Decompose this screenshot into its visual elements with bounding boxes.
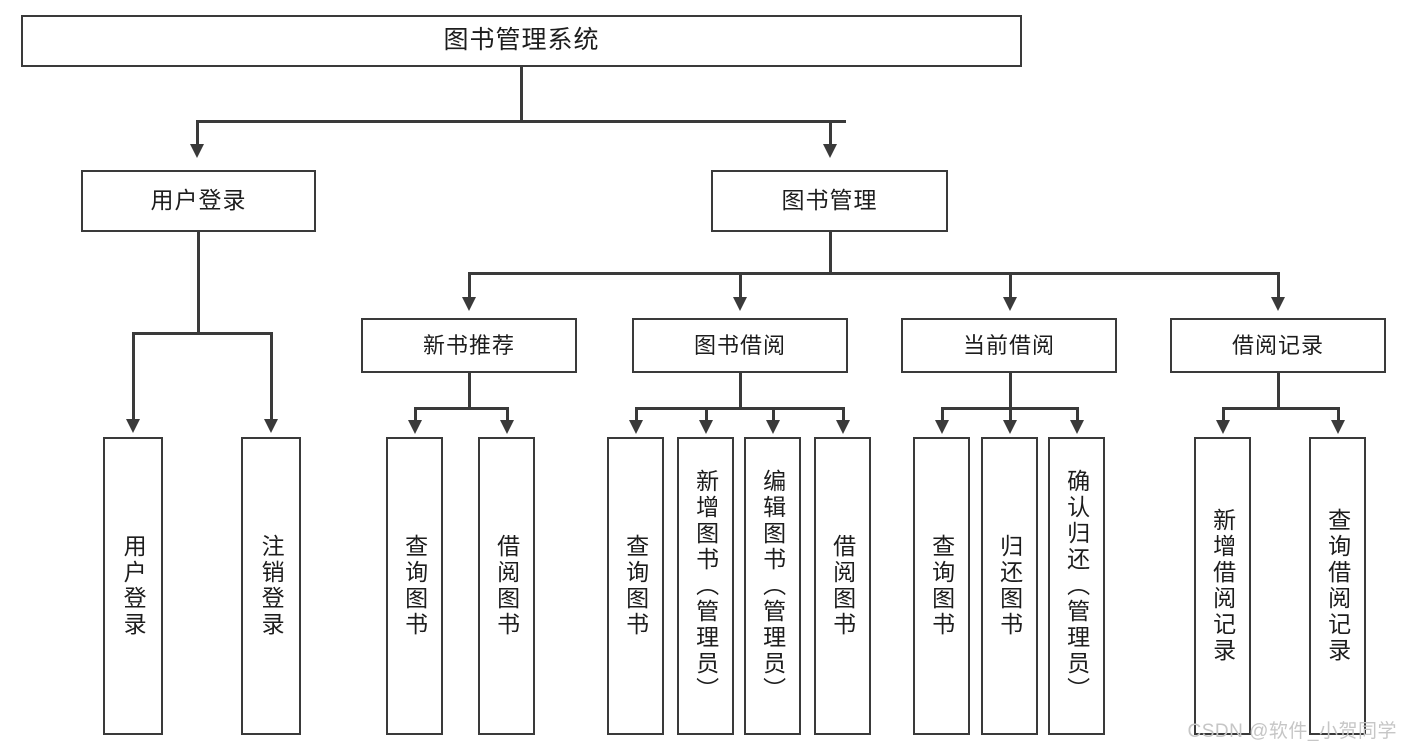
edge-current-borrow-to-leaf-1 bbox=[941, 407, 944, 421]
edge-root-stem bbox=[520, 67, 523, 122]
edge-book-manage-stem bbox=[829, 232, 832, 274]
edge-book-borrow-to-leaf-3 bbox=[772, 407, 775, 421]
edge-borrow-record-to-leaf-2 bbox=[1337, 407, 1340, 421]
edge-user-login-bus bbox=[132, 332, 270, 335]
node-label: 确认归还（管理员） bbox=[1063, 469, 1090, 703]
edge-current-borrow-to-leaf-2 bbox=[1009, 407, 1012, 421]
edge-borrow-record-to-leaf-1 bbox=[1222, 407, 1225, 421]
leaf-borrow-book-2[interactable]: 借阅图书 bbox=[814, 437, 871, 735]
arrow-root-to-user-login bbox=[190, 144, 204, 158]
arrow-current-borrow-to-leaf-3 bbox=[1070, 420, 1084, 434]
leaf-query-book-3[interactable]: 查询图书 bbox=[913, 437, 970, 735]
edge-user-login-stem bbox=[197, 232, 200, 334]
node-current-borrow[interactable]: 当前借阅 bbox=[901, 318, 1117, 373]
node-label: 图书管理系统 bbox=[443, 26, 600, 55]
node-user-login[interactable]: 用户登录 bbox=[81, 170, 316, 232]
node-label: 用户登录 bbox=[150, 187, 247, 214]
node-book-borrow[interactable]: 图书借阅 bbox=[632, 318, 848, 373]
edge-book-manage-to-borrow-record bbox=[1277, 272, 1280, 298]
arrow-borrow-record-to-leaf-1 bbox=[1216, 420, 1230, 434]
node-label: 新增图书（管理员） bbox=[692, 469, 719, 703]
leaf-edit-book-admin[interactable]: 编辑图书（管理员） bbox=[744, 437, 801, 735]
node-borrow-record[interactable]: 借阅记录 bbox=[1170, 318, 1386, 373]
node-label: 注销登录 bbox=[258, 534, 285, 638]
edge-current-borrow-stem bbox=[1009, 373, 1012, 409]
arrow-book-borrow-to-leaf-4 bbox=[836, 420, 850, 434]
edge-book-manage-to-current-borrow bbox=[1009, 272, 1012, 298]
arrow-book-manage-to-new-book bbox=[462, 297, 476, 311]
arrow-root-to-book-manage bbox=[823, 144, 837, 158]
edge-book-manage-bus bbox=[468, 272, 1277, 275]
node-label: 用户登录 bbox=[120, 534, 147, 638]
node-book-manage[interactable]: 图书管理 bbox=[711, 170, 948, 232]
node-root-system[interactable]: 图书管理系统 bbox=[21, 15, 1022, 67]
leaf-borrow-book-1[interactable]: 借阅图书 bbox=[478, 437, 535, 735]
edge-new-book-stem bbox=[468, 373, 471, 409]
edge-root-to-user-login bbox=[196, 120, 199, 145]
arrow-book-borrow-to-leaf-2 bbox=[699, 420, 713, 434]
edge-book-borrow-to-leaf-4 bbox=[842, 407, 845, 421]
node-label: 新增借阅记录 bbox=[1209, 508, 1236, 664]
arrow-book-manage-to-borrow-record bbox=[1271, 297, 1285, 311]
node-label: 归还图书 bbox=[996, 534, 1023, 638]
edge-book-borrow-to-leaf-1 bbox=[635, 407, 638, 421]
edge-book-manage-to-new-book bbox=[468, 272, 471, 298]
leaf-logout-login[interactable]: 注销登录 bbox=[241, 437, 301, 735]
leaf-confirm-return-admin[interactable]: 确认归还（管理员） bbox=[1048, 437, 1105, 735]
edge-new-book-bus bbox=[414, 407, 508, 410]
edge-root-bus bbox=[196, 120, 846, 123]
edge-borrow-record-bus bbox=[1222, 407, 1339, 410]
arrow-user-login-to-leaf-1 bbox=[126, 419, 140, 433]
arrow-book-manage-to-current-borrow bbox=[1003, 297, 1017, 311]
arrow-current-borrow-to-leaf-2 bbox=[1003, 420, 1017, 434]
leaf-query-borrow-record[interactable]: 查询借阅记录 bbox=[1309, 437, 1366, 735]
edge-user-login-to-leaf-2 bbox=[270, 332, 273, 420]
leaf-add-borrow-record[interactable]: 新增借阅记录 bbox=[1194, 437, 1251, 735]
node-label: 借阅图书 bbox=[829, 534, 856, 638]
edge-user-login-to-leaf-1 bbox=[132, 332, 135, 420]
node-label: 当前借阅 bbox=[962, 332, 1055, 358]
node-label: 查询借阅记录 bbox=[1324, 508, 1351, 664]
leaf-add-book-admin[interactable]: 新增图书（管理员） bbox=[677, 437, 734, 735]
arrow-borrow-record-to-leaf-2 bbox=[1331, 420, 1345, 434]
arrow-new-book-to-leaf-2 bbox=[500, 420, 514, 434]
edge-book-borrow-bus bbox=[635, 407, 844, 410]
node-label: 查询图书 bbox=[928, 534, 955, 638]
node-label: 编辑图书（管理员） bbox=[759, 469, 786, 703]
node-new-book-recommend[interactable]: 新书推荐 bbox=[361, 318, 577, 373]
node-label: 借阅图书 bbox=[493, 534, 520, 638]
node-label: 图书借阅 bbox=[693, 332, 786, 358]
edge-book-borrow-to-leaf-2 bbox=[705, 407, 708, 421]
arrow-book-borrow-to-leaf-1 bbox=[629, 420, 643, 434]
node-label: 查询图书 bbox=[622, 534, 649, 638]
edge-book-manage-to-book-borrow bbox=[739, 272, 742, 298]
edge-new-book-to-leaf-2 bbox=[506, 407, 509, 421]
edge-new-book-to-leaf-1 bbox=[414, 407, 417, 421]
edge-current-borrow-to-leaf-3 bbox=[1076, 407, 1079, 421]
arrow-current-borrow-to-leaf-1 bbox=[935, 420, 949, 434]
node-label: 借阅记录 bbox=[1231, 332, 1324, 358]
arrow-book-borrow-to-leaf-3 bbox=[766, 420, 780, 434]
edge-root-to-book-manage bbox=[829, 120, 832, 145]
leaf-user-login[interactable]: 用户登录 bbox=[103, 437, 163, 735]
leaf-return-book[interactable]: 归还图书 bbox=[981, 437, 1038, 735]
arrow-new-book-to-leaf-1 bbox=[408, 420, 422, 434]
arrow-user-login-to-leaf-2 bbox=[264, 419, 278, 433]
edge-book-borrow-stem bbox=[739, 373, 742, 409]
leaf-query-book-2[interactable]: 查询图书 bbox=[607, 437, 664, 735]
leaf-query-book-1[interactable]: 查询图书 bbox=[386, 437, 443, 735]
node-label: 查询图书 bbox=[401, 534, 428, 638]
node-label: 新书推荐 bbox=[422, 332, 515, 358]
edge-borrow-record-stem bbox=[1277, 373, 1280, 409]
csdn-watermark: CSDN @软件_小贺同学 bbox=[1187, 721, 1397, 742]
node-label: 图书管理 bbox=[781, 187, 878, 214]
arrow-book-manage-to-book-borrow bbox=[733, 297, 747, 311]
